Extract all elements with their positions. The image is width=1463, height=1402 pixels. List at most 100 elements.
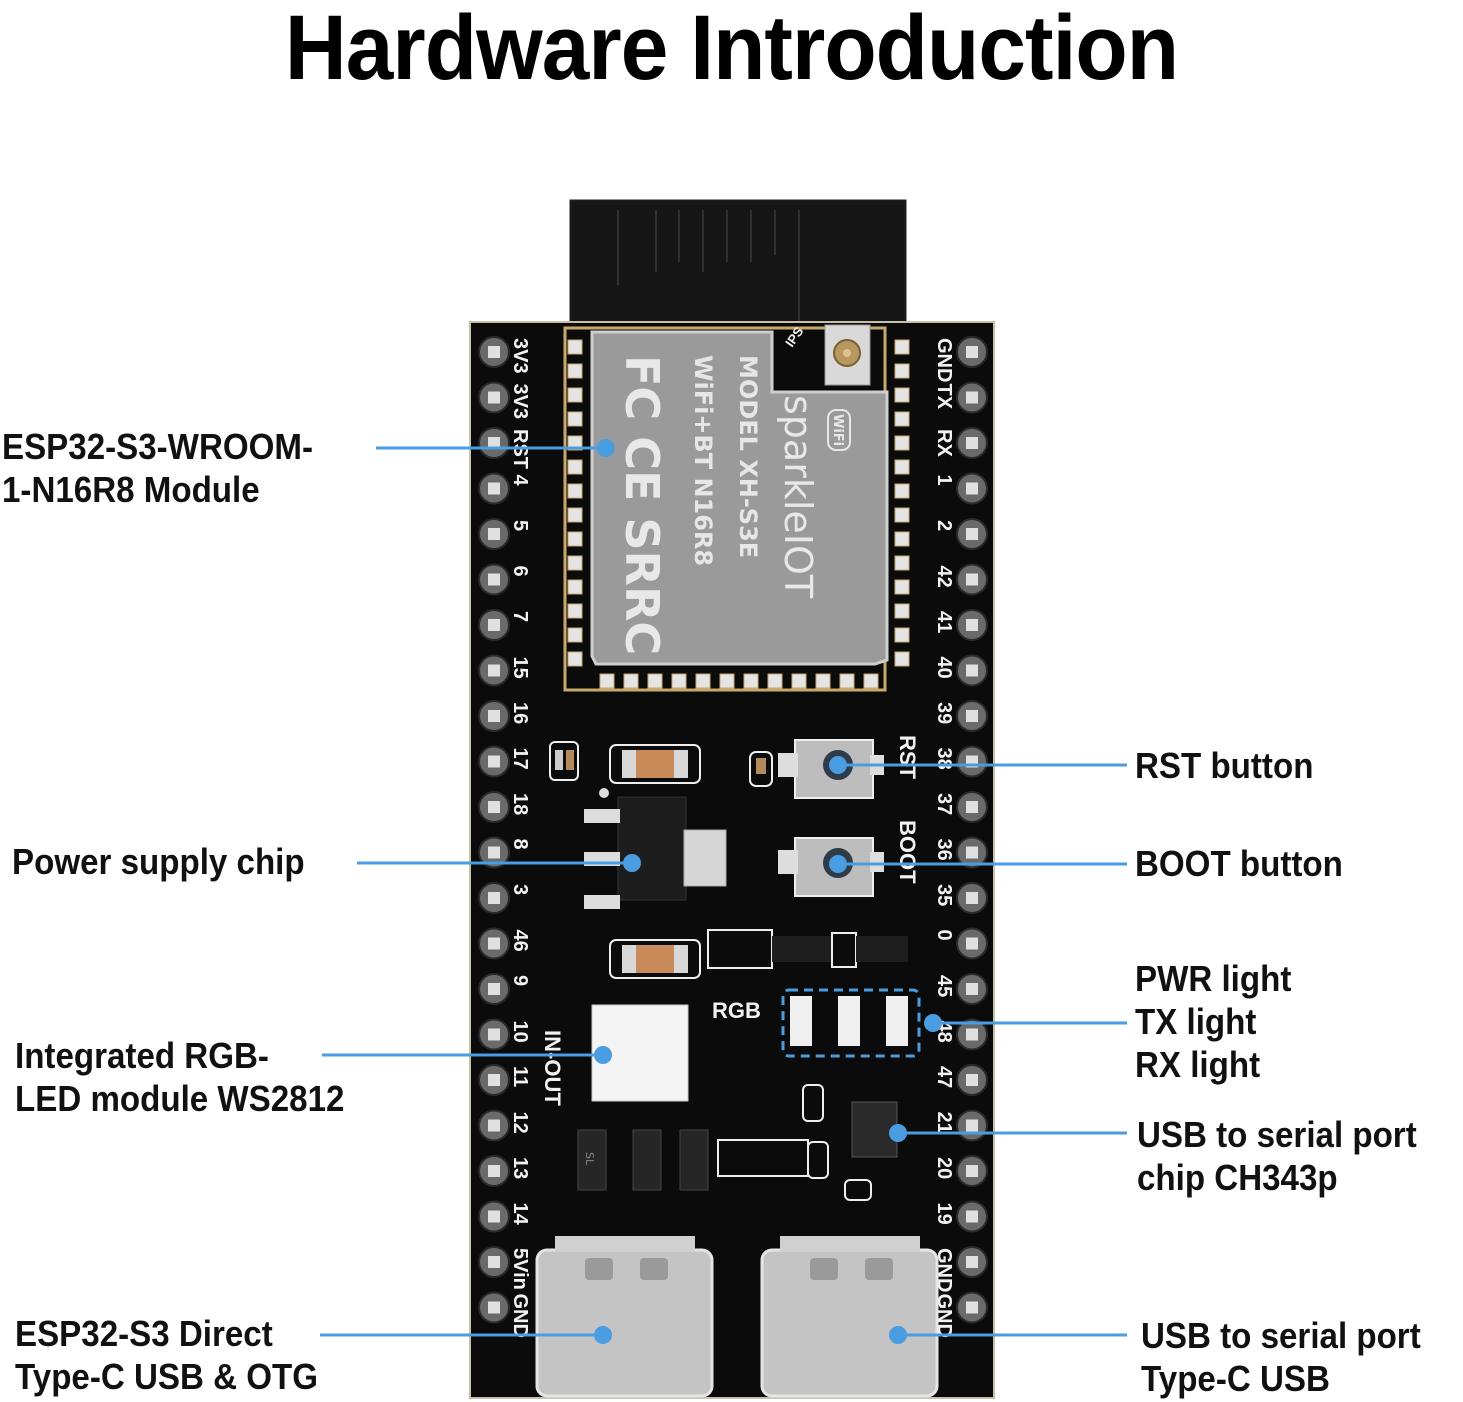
module-spec-text: WiFi+BT N16R8 xyxy=(689,355,717,566)
callout-serial-usb: USB to serial port Type-C USB xyxy=(1141,1314,1421,1400)
header-pin-right xyxy=(956,1291,988,1324)
usb-c-port-serial[interactable] xyxy=(760,1236,939,1398)
callout-direct-usb: ESP32-S3 Direct Type-C USB & OTG xyxy=(15,1312,318,1398)
header-pin-right xyxy=(956,791,988,823)
header-pin-left xyxy=(478,427,510,459)
callout-dot-serial-usb xyxy=(889,1326,907,1344)
callout-module-line2: 1-N16R8 Module xyxy=(2,469,260,510)
resistor-array xyxy=(717,1084,872,1201)
callout-lights-line1: PWR light xyxy=(1135,958,1292,999)
callout-power-chip-line1: Power supply chip xyxy=(12,841,305,882)
header-pin-right xyxy=(956,336,988,368)
header-pin-right xyxy=(956,563,988,596)
header-pin-right xyxy=(956,1155,988,1187)
silk-boot: BOOT xyxy=(895,820,920,884)
pin-label-left: 12 xyxy=(509,1112,531,1134)
pin-label-right: 45 xyxy=(933,975,955,997)
callout-rgb-line1: Integrated RGB- xyxy=(15,1035,269,1076)
module-model-text: MODEL XH-S3E xyxy=(734,355,762,558)
silk-in-out: IN-OUT xyxy=(540,1030,565,1106)
module-brand-logo: sparkleIOT xyxy=(776,395,820,599)
callout-module-line1: ESP32-S3-WROOM- xyxy=(2,426,314,467)
pin-label-left: 14 xyxy=(509,1203,531,1226)
silk-rst: RST xyxy=(895,735,920,780)
header-pin-right xyxy=(956,472,988,505)
callout-lights: PWR light TX light RX light xyxy=(1135,957,1291,1086)
header-pin-left xyxy=(478,609,510,641)
capacitor-bottom xyxy=(609,939,701,979)
header-pin-left xyxy=(478,927,510,960)
usb-c-port-direct[interactable] xyxy=(535,1236,714,1398)
pin-label-left: GND xyxy=(509,1294,531,1338)
callout-lights-line2: TX light xyxy=(1135,1001,1257,1042)
pin-label-left: 9 xyxy=(509,975,531,986)
callout-serial-chip: USB to serial port chip CH343p xyxy=(1137,1113,1417,1199)
header-pin-right xyxy=(956,518,988,550)
callout-dot-module xyxy=(597,439,615,457)
callout-direct-usb-line2: Type-C USB & OTG xyxy=(15,1356,318,1397)
pin-label-left: 3V3 xyxy=(509,384,531,420)
header-pin-right xyxy=(956,973,988,1005)
pin-label-right: 42 xyxy=(933,566,955,588)
header-pin-left xyxy=(478,654,510,687)
pin-label-left: 18 xyxy=(509,793,531,815)
pcb-antenna xyxy=(569,199,907,341)
pin-label-right: GND xyxy=(933,338,955,382)
header-pin-right xyxy=(956,1246,988,1278)
module-pads xyxy=(567,339,910,689)
callout-boot-line1: BOOT button xyxy=(1135,843,1343,884)
module-cert-marks: FC CE SRRC xyxy=(615,355,669,655)
pin-label-right: 40 xyxy=(933,657,955,679)
pin-label-left: 15 xyxy=(509,657,531,679)
header-pin-right xyxy=(956,1109,988,1142)
pin-label-right: 20 xyxy=(933,1157,955,1179)
header-pin-left xyxy=(478,1246,510,1278)
pin-label-right: 2 xyxy=(933,520,955,531)
diodes: SL xyxy=(577,1129,709,1191)
callout-lines xyxy=(320,446,1127,1337)
header-pin-left xyxy=(478,791,510,823)
header-pin-right xyxy=(956,427,988,459)
wifi-badge: WiFi xyxy=(830,414,845,446)
silk-rgb: RGB xyxy=(712,998,761,1023)
header-pin-right xyxy=(956,1200,988,1233)
pin-labels-left: 3V33V3RST4567151617188346910111213145Vin… xyxy=(509,338,531,1338)
header-pin-left xyxy=(478,1155,510,1187)
page-title: Hardware Introduction xyxy=(284,0,1179,99)
callout-serial-usb-line1: USB to serial port xyxy=(1141,1315,1421,1356)
pin-label-left: 4 xyxy=(509,475,531,487)
header-pin-right xyxy=(956,927,988,960)
pin-label-right: 37 xyxy=(933,793,955,815)
header-pin-left xyxy=(478,563,510,596)
callout-serial-usb-line2: Type-C USB xyxy=(1141,1358,1330,1399)
status-leds xyxy=(781,988,921,1058)
callout-direct-usb-line1: ESP32-S3 Direct xyxy=(15,1313,273,1354)
header-pin-left xyxy=(478,1291,510,1324)
pin-label-left: 3V3 xyxy=(509,338,531,374)
callout-dot-lights xyxy=(924,1014,942,1032)
power-regulator-chip xyxy=(584,788,727,909)
pin-label-left: 3 xyxy=(509,884,531,895)
header-pin-right xyxy=(956,882,988,914)
pin-label-left: 13 xyxy=(509,1157,531,1179)
header-pin-right xyxy=(956,609,988,641)
header-pin-right xyxy=(956,654,988,687)
pin-label-left: 7 xyxy=(509,611,531,622)
pin-label-left: 46 xyxy=(509,930,531,952)
header-pin-left xyxy=(478,1064,510,1096)
header-pin-left xyxy=(478,518,510,550)
pin-label-left: 10 xyxy=(509,1021,531,1043)
pin-label-right: 19 xyxy=(933,1203,955,1225)
callout-power-chip: Power supply chip xyxy=(12,840,305,883)
callout-rst-button: RST button xyxy=(1135,744,1313,787)
header-pin-left xyxy=(478,700,510,732)
header-pin-left xyxy=(478,1109,510,1142)
callout-serial-chip-line2: chip CH343p xyxy=(1137,1157,1338,1198)
small-resistors xyxy=(549,741,579,781)
callout-dot-rgb xyxy=(594,1046,612,1064)
transistor-row xyxy=(707,929,908,969)
rgb-led-ws2812 xyxy=(591,1004,689,1102)
module-shield xyxy=(590,330,889,666)
pin-label-right: 41 xyxy=(933,611,955,633)
